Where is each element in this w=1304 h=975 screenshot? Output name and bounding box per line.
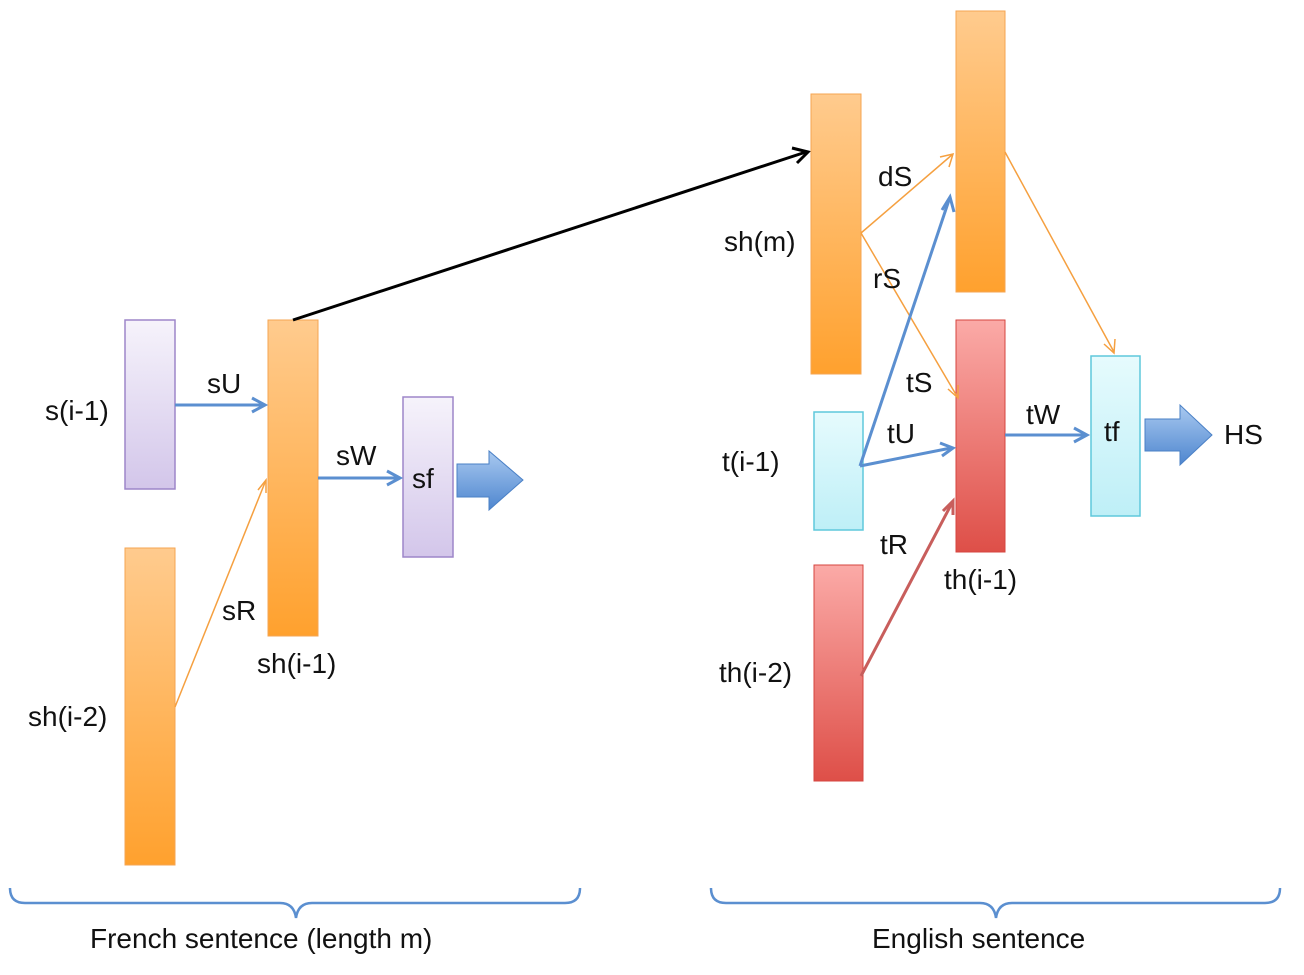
decoder-state-box (955, 10, 1006, 293)
sW-label: sW (336, 440, 377, 471)
decoder-to-tf-arrow (1004, 151, 1116, 355)
sU-arrow (175, 396, 269, 414)
english-sentence-caption: English sentence (872, 923, 1086, 954)
sh-prev2-label: sh(i-2) (28, 701, 108, 732)
sh-m-box (810, 93, 862, 375)
tf-label: tf (1104, 416, 1120, 447)
hs-label: HS (1224, 419, 1263, 450)
dS-label: dS (878, 161, 913, 192)
sf-label: sf (412, 463, 434, 494)
sf-box (402, 396, 454, 558)
sR-label: sR (222, 595, 257, 626)
tW-arrow (1005, 426, 1091, 444)
t-to-decoder-arrow (858, 193, 956, 467)
s-prev-label: s(i-1) (45, 395, 109, 426)
tU-arrow (859, 441, 957, 468)
rS-label: rS (873, 263, 901, 294)
th-prev2-box (813, 564, 864, 782)
th-prev-label: th(i-1) (944, 564, 1018, 595)
sh-prev2-box (124, 547, 176, 866)
tR-arrow (859, 497, 955, 677)
tf-box (1090, 355, 1141, 517)
tf-output-arrow (1144, 403, 1213, 467)
t-prev-label: t(i-1) (722, 446, 780, 477)
sh-prev-box (267, 319, 319, 637)
th-prev2-label: th(i-2) (719, 657, 793, 688)
context-arrow (292, 146, 811, 322)
sR-arrow (174, 477, 267, 708)
sU-label: sU (207, 368, 242, 399)
tU-label: tU (887, 418, 915, 449)
french-bracket (8, 887, 582, 919)
sh-prev-label: sh(i-1) (257, 648, 337, 679)
sf-output-arrow (456, 449, 524, 512)
sW-arrow (318, 469, 404, 487)
tR-label: tR (880, 529, 908, 560)
t-prev-box (813, 411, 864, 531)
sh-m-label: sh(m) (724, 226, 796, 257)
th-prev-box (955, 319, 1006, 553)
tS-label: tS (906, 367, 933, 398)
dS-arrow (860, 152, 955, 234)
french-sentence-caption: French sentence (length m) (90, 923, 433, 954)
s-prev-box (124, 319, 176, 490)
tW-label: tW (1026, 399, 1061, 430)
english-bracket (709, 887, 1282, 919)
